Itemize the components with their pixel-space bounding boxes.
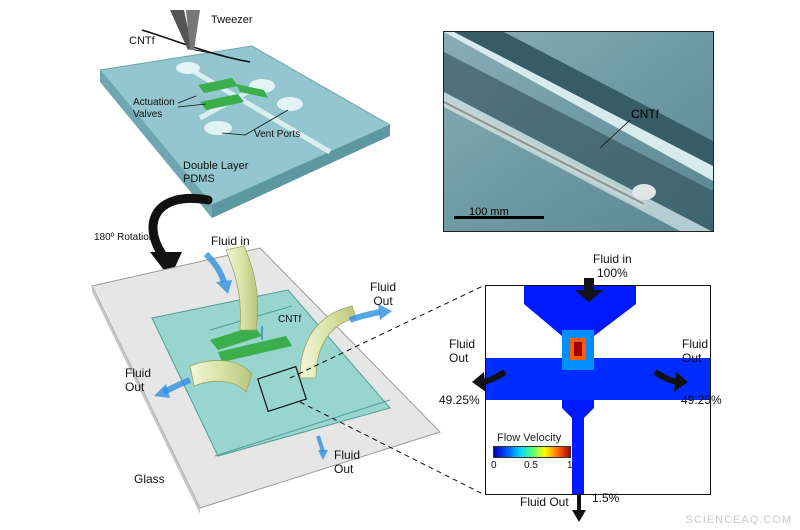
flow-arrow-in xyxy=(203,251,227,284)
arrowhead-right xyxy=(674,372,688,392)
sim-fluid-in-label: Fluid in 100% xyxy=(593,252,632,280)
arrow-down-icon xyxy=(575,290,603,302)
watermark: SCIENCEAQ.COM xyxy=(685,514,792,526)
fluid-out-left-label: Fluid Out xyxy=(125,366,152,394)
glass-label: Glass xyxy=(134,472,165,486)
sem-micrograph xyxy=(444,32,713,231)
pdms-port xyxy=(277,97,303,111)
sim-fluid-out-left-label: Fluid Out xyxy=(449,337,476,365)
tube-left xyxy=(189,360,253,393)
rotation-arrow xyxy=(148,194,213,267)
pdms-device xyxy=(99,10,392,218)
arrow-down-icon xyxy=(572,510,586,522)
actuation-valve xyxy=(236,84,268,98)
colorbar-tick: 0 xyxy=(491,460,497,471)
flow-arrowhead xyxy=(318,450,328,460)
sem-scale-label: 100 mm xyxy=(469,206,509,218)
actuation-valves-label: Actuation Valves xyxy=(133,97,175,120)
pdms-port xyxy=(204,121,232,135)
zoom-box xyxy=(256,365,308,413)
scale-bar xyxy=(454,216,544,219)
pdms-port xyxy=(176,62,200,74)
pdms-label: Double Layer PDMS xyxy=(183,160,249,185)
leader-line xyxy=(177,95,197,104)
leader-line xyxy=(244,109,289,136)
colorbar xyxy=(493,446,571,458)
flow-arrow-out-right xyxy=(348,309,381,323)
sem-image xyxy=(443,31,714,232)
pdms-main-channel xyxy=(186,65,332,155)
rotation-label: 180º Rotation xyxy=(94,232,155,243)
leader-line xyxy=(177,103,207,108)
vent-ports-label: Vent Ports xyxy=(254,129,301,140)
tube-fluid-in xyxy=(225,245,258,331)
channel-line xyxy=(214,399,391,457)
colorbar-title: Flow Velocity xyxy=(497,432,562,444)
glass-device xyxy=(91,245,441,514)
cntf-label-top: CNTf xyxy=(129,35,155,47)
pdms-slab-side xyxy=(212,125,390,218)
arrowhead-left xyxy=(472,372,486,392)
leader-line xyxy=(221,132,246,136)
flow-arrowhead xyxy=(154,384,170,398)
rotation-arrowhead xyxy=(150,252,182,278)
flow-arrowhead xyxy=(216,280,232,294)
fluid-out-right-label: Fluid Out xyxy=(370,280,397,308)
sem-leader xyxy=(599,119,631,149)
flow-arrowhead xyxy=(378,304,392,320)
actuation-valve xyxy=(198,78,238,93)
pdms-slab-edge xyxy=(100,70,212,218)
sim-fluid-out-right-label: Fluid Out xyxy=(682,337,709,365)
tweezer-label: Tweezer xyxy=(211,14,253,26)
glass-slab-edge xyxy=(92,286,200,514)
sim-right-percent: 49.25% xyxy=(681,393,722,407)
zoom-dash-line xyxy=(299,401,486,496)
colorbar-tick: 1 xyxy=(567,460,573,471)
tweezer xyxy=(186,10,200,50)
sim-left-percent: 49.25% xyxy=(439,393,480,407)
actuation-valve xyxy=(200,94,244,110)
actuation-valve xyxy=(210,326,262,350)
fluid-in-label: Fluid in xyxy=(211,234,250,248)
sim-bottom-label: Fluid Out xyxy=(520,495,569,509)
actuation-valve xyxy=(218,336,292,362)
simulation-panel xyxy=(485,285,711,495)
fluid-out-bottom-label: Fluid Out xyxy=(334,448,361,476)
sim-bottom-percent: 1.5% xyxy=(592,491,620,505)
colorbar-tick: 0.5 xyxy=(524,460,538,471)
tweezer xyxy=(170,10,192,50)
cntf-label-bottom: CNTf xyxy=(278,314,302,325)
sem-cntf-label: CNTf xyxy=(631,107,659,121)
zoom-dash-line xyxy=(289,284,486,379)
tube-right xyxy=(299,305,357,379)
